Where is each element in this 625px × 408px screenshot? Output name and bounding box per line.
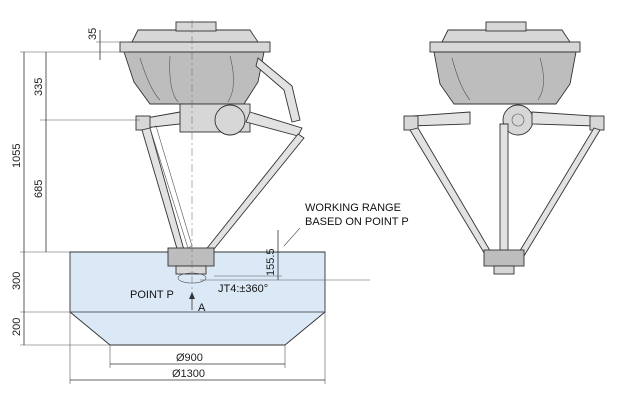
dim-1055: 1055	[11, 144, 23, 168]
section-a-label: A	[198, 302, 206, 314]
dim-685: 685	[33, 180, 45, 198]
dim-155-5: 155.5	[265, 248, 277, 276]
jt4-label: JT4:±360°	[218, 283, 268, 295]
dim-1300: Ø1300	[172, 368, 205, 380]
dim-35: 35	[87, 28, 99, 40]
working-range-label: WORKING RANGE	[305, 202, 401, 214]
point-p-label: POINT P	[130, 289, 174, 301]
dim-300: 300	[11, 272, 23, 290]
dim-900: Ø900	[176, 352, 203, 364]
working-range-label-2: BASED ON POINT P	[305, 216, 409, 228]
dimension-lines	[20, 30, 370, 384]
dim-335: 335	[33, 78, 45, 96]
robot-front-view	[403, 21, 605, 275]
dim-200: 200	[11, 318, 23, 336]
robot-side-view	[119, 20, 305, 300]
